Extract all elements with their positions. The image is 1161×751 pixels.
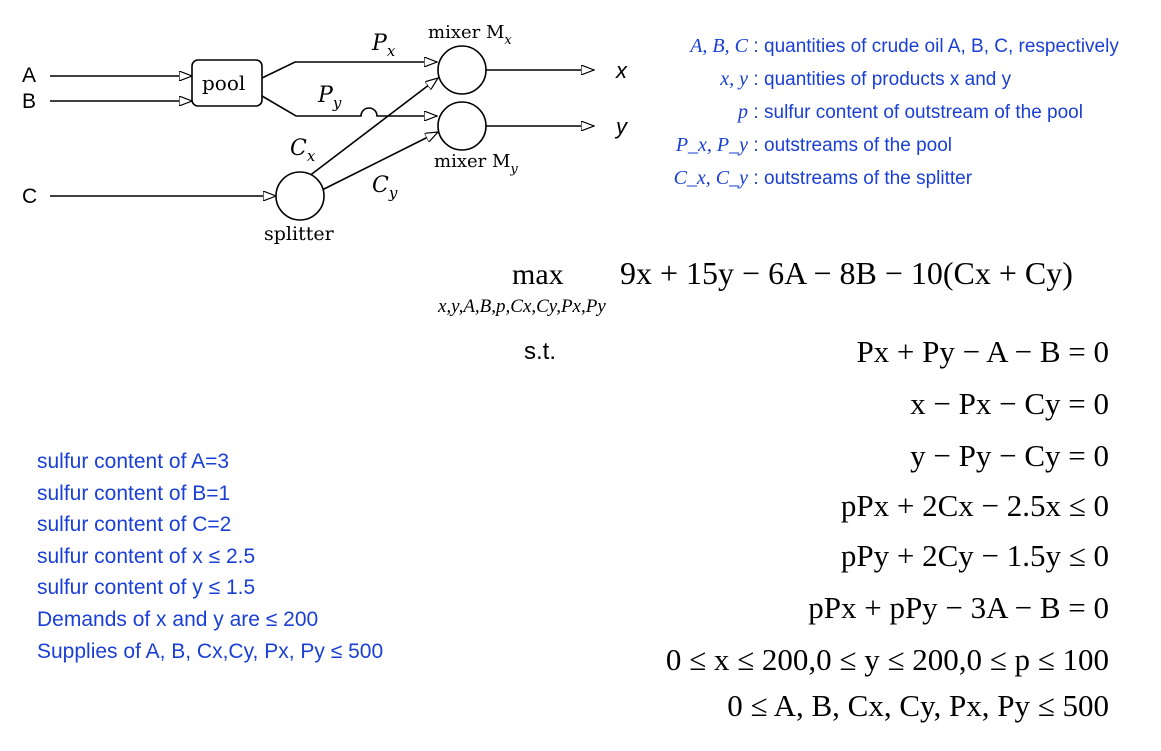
stream-cx-label: Cx — [290, 136, 316, 165]
legend-desc: quantities of crude oil A, B, C, respect… — [764, 36, 1119, 57]
legend-desc: outstreams of the splitter — [764, 168, 973, 189]
subject-to-label: s.t. — [524, 338, 557, 365]
note-line: sulfur content of y ≤ 1.5 — [37, 576, 256, 600]
constraint-line: pPx + pPy − 3A − B = 0 — [808, 590, 1109, 625]
note-line: sulfur content of B=1 — [37, 481, 231, 505]
problem-notes: sulfur content of A=3 sulfur content of … — [37, 446, 383, 667]
legend-symbol: C_x, C_y — [673, 167, 748, 189]
constraint-line: y − Py − Cy = 0 — [910, 438, 1109, 473]
stream-px-label: Px — [371, 31, 396, 60]
legend-symbol: P_x, P_y — [675, 134, 748, 156]
legend-symbol: p — [738, 101, 748, 123]
constraint-line: pPx + 2Cx − 2.5x ≤ 0 — [840, 488, 1109, 523]
constraint-line: pPy + 2Cy − 1.5y ≤ 0 — [840, 538, 1109, 573]
legend-symbol: x, y — [720, 68, 748, 90]
output-x-label: x — [615, 58, 628, 83]
max-label: max — [512, 258, 564, 291]
stream-px — [261, 62, 437, 79]
legend-row: x, y : quantities of products x and y — [640, 63, 1119, 96]
legend-desc: quantities of products x and y — [764, 69, 1012, 90]
stream-cy-label: Cy — [372, 173, 398, 202]
input-c-label: C — [22, 185, 37, 208]
constraint-line: x − Px − Cy = 0 — [910, 386, 1109, 421]
stream-cx — [303, 78, 438, 181]
mixer-x-label: mixer Mx — [428, 22, 512, 48]
splitter-label: splitter — [264, 223, 335, 245]
constraint-line: 0 ≤ A, B, Cx, Cy, Px, Py ≤ 500 — [727, 688, 1109, 723]
variable-legend: A, B, C : quantities of crude oil A, B, … — [640, 30, 1119, 195]
objective-function: 9x + 15y − 6A − 8B − 10(Cx + Cy) — [620, 255, 1073, 291]
note-line: sulfur content of x ≤ 2.5 — [37, 544, 256, 568]
mixer-y-label: mixer My — [434, 151, 518, 177]
note-line: Supplies of A, B, Cx,Cy, Px, Py ≤ 500 — [37, 639, 384, 663]
stream-py — [261, 95, 437, 116]
note-line: sulfur content of A=3 — [37, 450, 230, 473]
pool-box — [191, 59, 263, 107]
legend-symbol: A, B, C — [690, 35, 748, 57]
legend-colon: : — [753, 102, 759, 123]
legend-desc: sulfur content of outstream of the pool — [764, 102, 1083, 123]
legend-colon: : — [753, 36, 759, 57]
splitter-node — [275, 171, 325, 221]
max-variables: x,y,A,B,p,Cx,Cy,Px,Py — [438, 296, 606, 317]
constraint-line: Px + Py − A − B = 0 — [856, 334, 1109, 369]
pooling-flow-diagram: A B C pool splitter mixer Mx mixer My Px… — [22, 22, 629, 245]
legend-row: A, B, C : quantities of crude oil A, B, … — [640, 30, 1119, 63]
legend-row: p : sulfur content of outstream of the p… — [640, 96, 1119, 129]
mixer-x-node — [437, 45, 487, 95]
pool-label: pool — [202, 71, 245, 95]
stream-cy — [321, 132, 438, 191]
legend-colon: : — [753, 168, 759, 189]
legend-desc: outstreams of the pool — [764, 135, 952, 156]
constraint-line: 0 ≤ x ≤ 200,0 ≤ y ≤ 200,0 ≤ p ≤ 100 — [665, 642, 1109, 677]
stream-py-label: Py — [317, 83, 342, 112]
legend-row: C_x, C_y : outstreams of the splitter — [640, 162, 1119, 195]
legend-colon: : — [753, 135, 759, 156]
input-b-label: B — [22, 90, 36, 113]
mixer-y-node — [437, 101, 487, 151]
input-a-label: A — [22, 64, 36, 87]
legend-colon: : — [753, 69, 759, 90]
note-line: Demands of x and y are ≤ 200 — [37, 607, 319, 631]
output-y-label: y — [614, 114, 629, 139]
note-line: sulfur content of C=2 — [37, 513, 232, 537]
legend-row: P_x, P_y : outstreams of the pool — [640, 129, 1119, 162]
